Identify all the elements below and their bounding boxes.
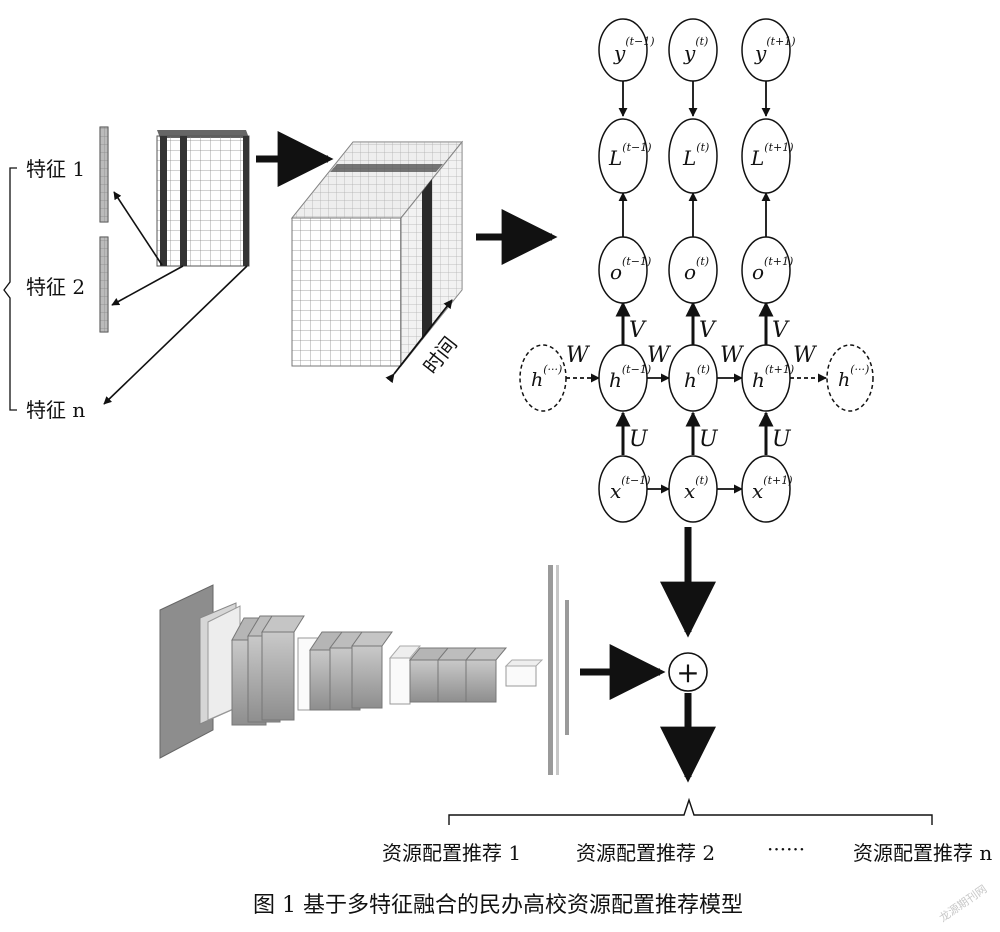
recommendation-2: 资源配置推荐 2 [576, 841, 715, 865]
node-o-t-plus-1: o(t+1) [741, 236, 793, 304]
weight-v-1: V [629, 318, 647, 343]
svg-text:h(t): h(t) [684, 363, 710, 392]
watermark: 龙源期刊网 [936, 882, 989, 925]
svg-text:o(t): o(t) [684, 255, 709, 284]
sum-symbol: + [676, 656, 699, 689]
weight-u-3: U [772, 427, 792, 452]
node-h-t-plus-1: h(t+1) [741, 344, 794, 412]
svg-text:h(···): h(···) [838, 363, 869, 391]
svg-text:L(t): L(t) [682, 141, 709, 170]
svg-text:o(t−1): o(t−1) [610, 255, 651, 284]
node-h-t: h(t) [668, 344, 718, 412]
svg-text:x(t+1): x(t+1) [752, 474, 793, 503]
svg-text:L(t+1): L(t+1) [750, 141, 794, 170]
cnn-network [159, 565, 569, 775]
figure-caption: 图 1 基于多特征融合的民办高校资源配置推荐模型 [253, 893, 743, 918]
output-brace [448, 797, 933, 825]
arrow-to-feature-2 [111, 265, 184, 306]
fc-layer-1 [548, 565, 553, 775]
node-l-t-plus-1: L(t+1) [741, 118, 794, 194]
svg-text:y(t+1): y(t+1) [754, 35, 796, 65]
arrow-to-feature-n [103, 265, 248, 405]
weight-w-2: W [647, 343, 672, 368]
svg-text:L(t−1): L(t−1) [608, 141, 652, 170]
weight-w-1: W [566, 343, 591, 368]
weight-v-2: V [699, 318, 717, 343]
svg-text:h(t+1): h(t+1) [752, 363, 794, 392]
node-y-t: y(t) [668, 18, 718, 82]
node-x-t-plus-1: x(t+1) [741, 455, 793, 523]
feature-time-cube: 时间 [290, 140, 464, 384]
feature-2-label: 特征 2 [26, 275, 85, 299]
node-h-end: h(···) [826, 344, 874, 412]
feature-matrix [156, 130, 250, 267]
rnn-unrolled: V V V W W W W U U U y(t−1) y(t) y(t+1) L… [519, 18, 874, 523]
node-o-t: o(t) [668, 236, 718, 304]
fusion-sum-node: + [668, 652, 708, 692]
weight-w-4: W [793, 343, 818, 368]
node-l-t: L(t) [668, 118, 718, 194]
fc-layer-2 [565, 600, 569, 735]
feature-n-label: 特征 n [26, 398, 85, 422]
recommendation-ellipsis: ······ [767, 837, 805, 861]
svg-text:x(t−1): x(t−1) [610, 474, 651, 503]
svg-text:y(t): y(t) [683, 35, 708, 65]
weight-w-3: W [720, 343, 745, 368]
weight-u-2: U [699, 427, 719, 452]
weight-u-1: U [629, 427, 649, 452]
svg-text:h(t−1): h(t−1) [609, 363, 651, 392]
node-x-t-minus-1: x(t−1) [598, 455, 651, 523]
node-l-t-minus-1: L(t−1) [598, 118, 652, 194]
time-axis-arrow [385, 299, 453, 384]
feature-1-label: 特征 1 [26, 157, 85, 181]
node-h-t-minus-1: h(t−1) [598, 344, 651, 412]
node-y-t-plus-1: y(t+1) [741, 18, 796, 82]
node-h-start: h(···) [519, 344, 567, 412]
svg-text:x(t): x(t) [684, 474, 708, 503]
recommendation-n: 资源配置推荐 n [853, 841, 992, 865]
recommendation-1: 资源配置推荐 1 [382, 841, 521, 865]
svg-text:h(···): h(···) [531, 363, 562, 391]
node-x-t: x(t) [668, 455, 718, 523]
feature-bracket [3, 167, 17, 411]
arrow-to-feature-1 [113, 191, 163, 266]
svg-text:y(t−1): y(t−1) [613, 35, 655, 65]
node-y-t-minus-1: y(t−1) [598, 18, 655, 82]
node-o-t-minus-1: o(t−1) [598, 236, 651, 304]
time-axis-label: 时间 [418, 332, 462, 378]
feature-extraction: 特征 1 特征 2 特征 n [3, 126, 334, 422]
svg-text:o(t+1): o(t+1) [752, 255, 793, 284]
weight-v-3: V [772, 318, 790, 343]
